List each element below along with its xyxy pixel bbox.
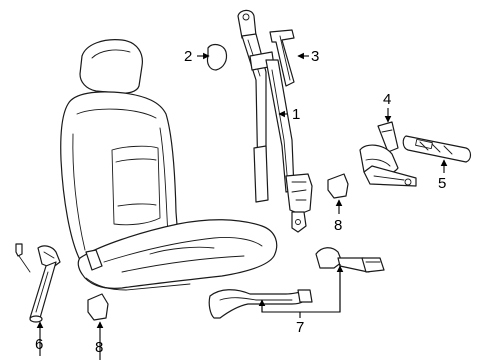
- height-adjuster-part-3: [269, 29, 295, 87]
- lower-belt-part-6: [15, 243, 61, 323]
- callout-8-upper: 8: [334, 217, 342, 234]
- anchor-strap-part-7: [208, 247, 385, 319]
- trim-cover-part-2: [206, 43, 228, 71]
- buckle-stalk-part-5: [402, 135, 472, 163]
- cover-part-8-lower: [87, 293, 109, 321]
- cover-part-8-upper: [327, 173, 349, 199]
- seat-belt-assembly-part-1: [237, 9, 313, 233]
- callout-4: 4: [383, 91, 391, 108]
- callout-8-lower: 8: [95, 339, 103, 356]
- seat-illustration: [60, 39, 278, 291]
- buckle-assembly-part-4: [359, 121, 417, 187]
- leader-lines: [36, 52, 448, 360]
- callout-6: 6: [35, 336, 43, 353]
- callout-7: 7: [296, 319, 304, 336]
- callout-2: 2: [184, 48, 192, 65]
- callout-3: 3: [311, 48, 319, 65]
- callout-1: 1: [292, 106, 300, 123]
- callout-5: 5: [438, 175, 446, 192]
